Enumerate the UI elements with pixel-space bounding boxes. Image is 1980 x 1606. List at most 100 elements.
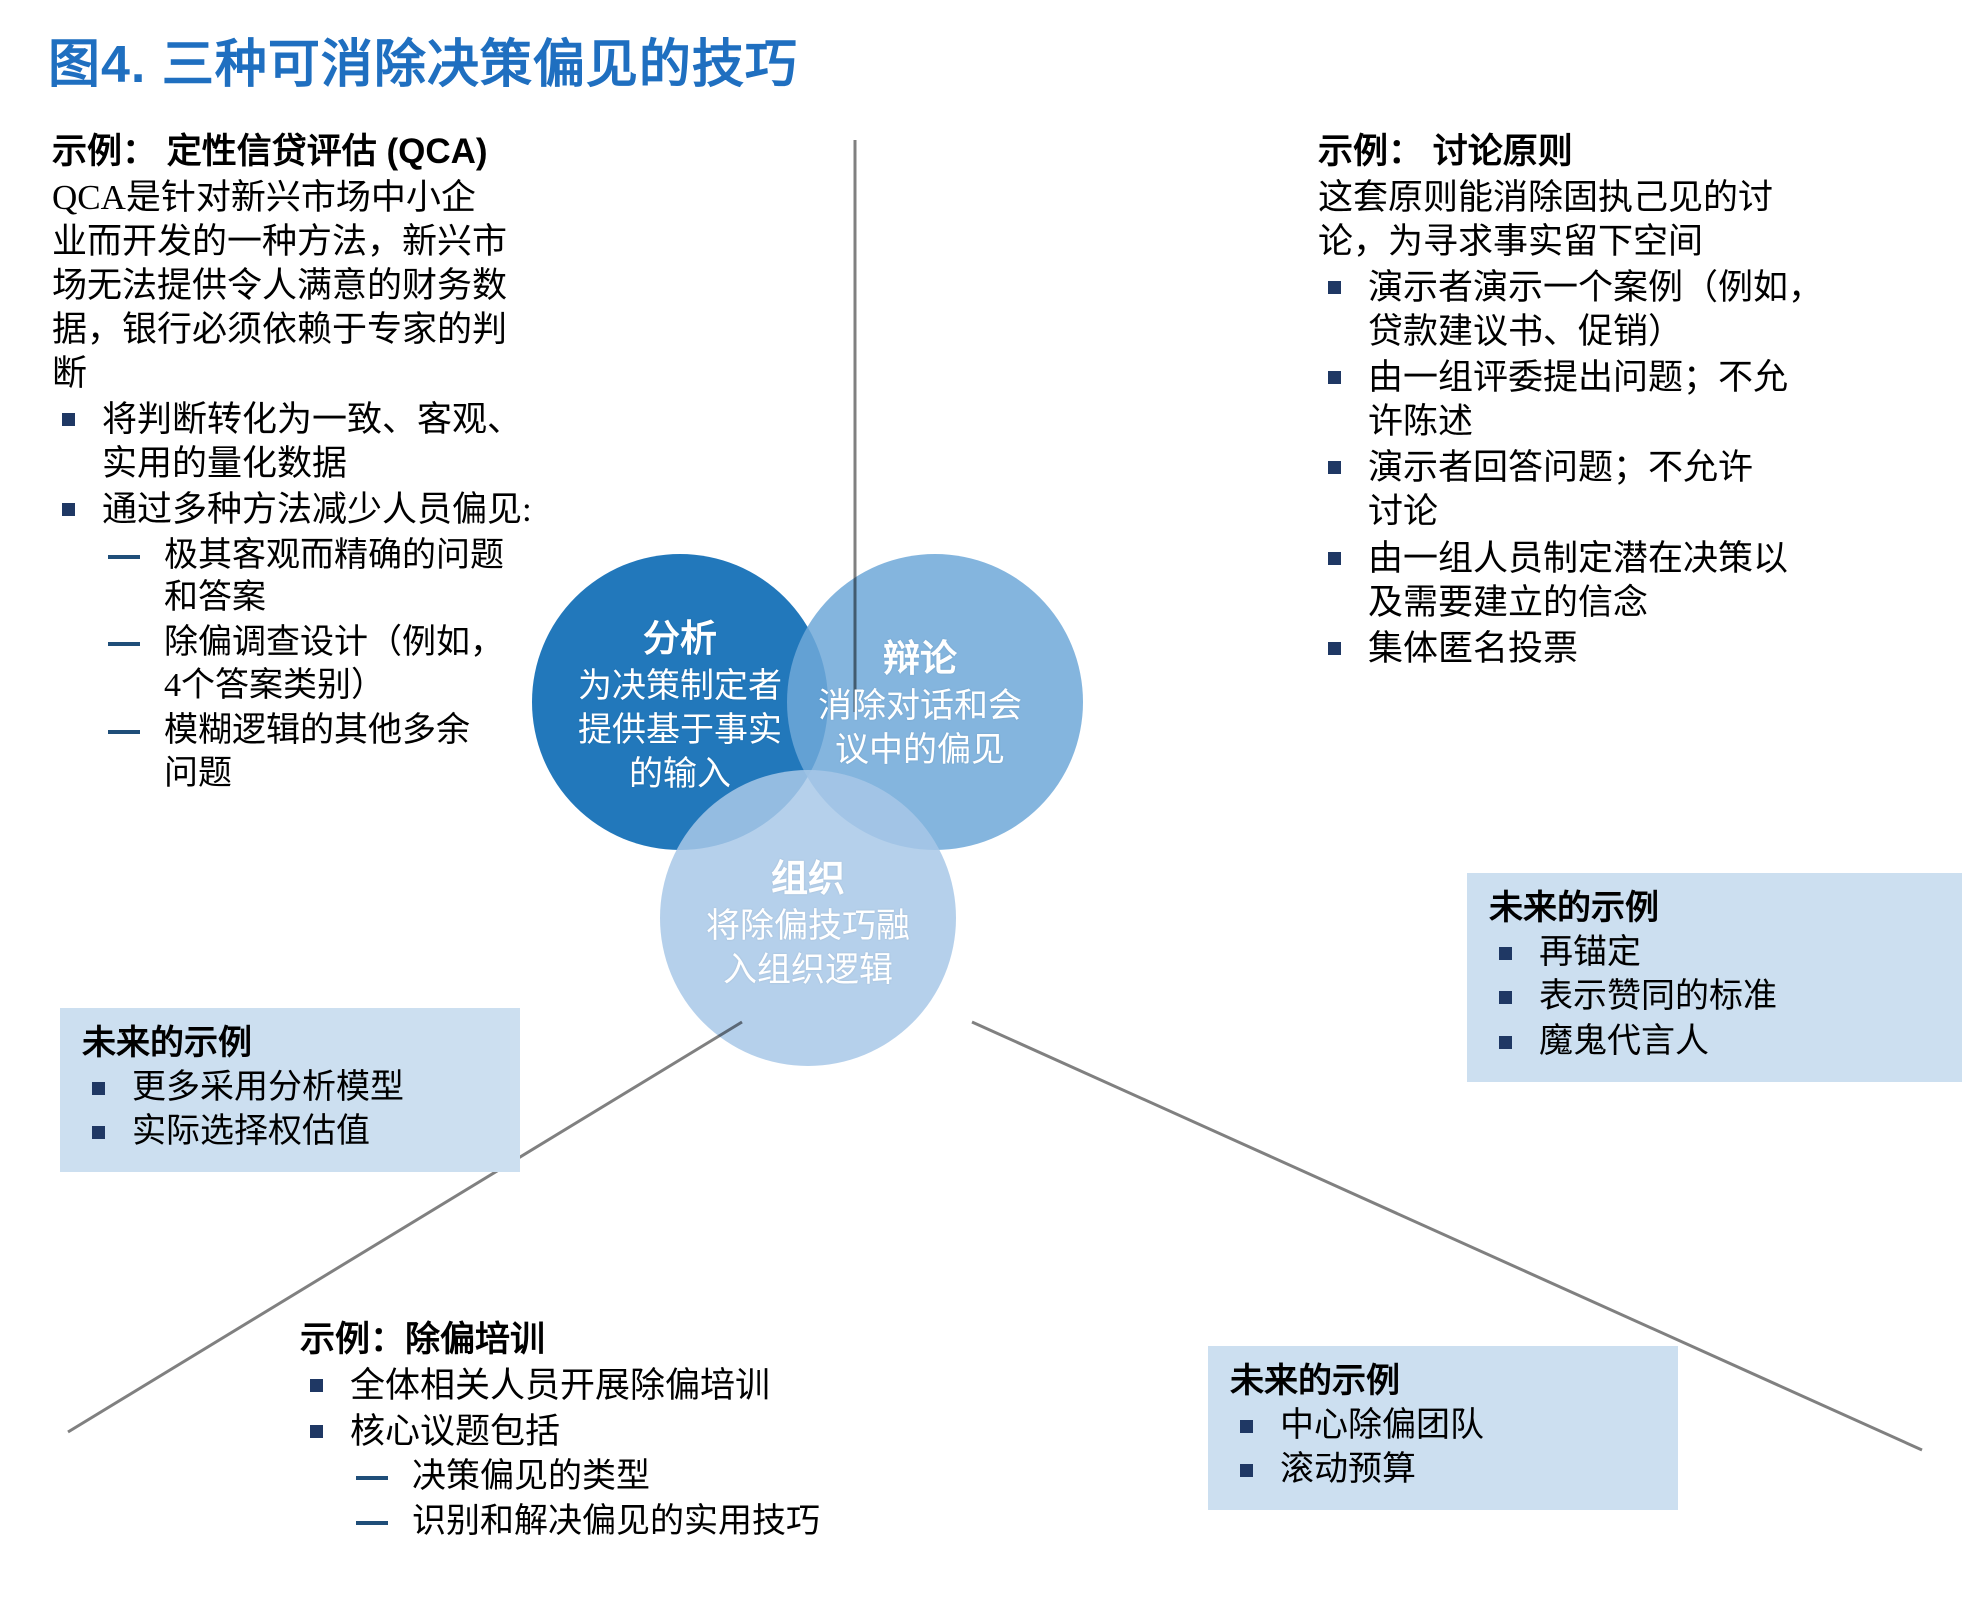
list-item: 由一组评委提出问题；不允 许陈述 bbox=[1318, 356, 1958, 444]
square-bullet-icon bbox=[62, 503, 75, 517]
right-b1-line-1: 许陈述 bbox=[1368, 402, 1474, 442]
venn-circle-debate bbox=[787, 554, 1083, 850]
right-para-line-1: 论，为寻求事实留下空间 bbox=[1318, 221, 1704, 261]
left-example-heading: 示例： 定性信贷评估 (QCA) bbox=[52, 132, 488, 171]
bottom-s0-line-0: 决策偏见的类型 bbox=[412, 1457, 650, 1495]
dash-bullet-icon bbox=[356, 1520, 388, 1525]
list-item: 中心除偏团队 bbox=[1230, 1405, 1658, 1448]
square-bullet-icon bbox=[1328, 641, 1341, 655]
venn-desc-analysis-line-1: 提供基于事实 bbox=[578, 712, 782, 750]
venn-title-analysis: 分析 bbox=[643, 618, 717, 659]
left-s2-line-0: 模糊逻辑的其他多余 bbox=[164, 711, 470, 749]
square-bullet-icon bbox=[310, 1424, 323, 1438]
left-para-line-1: 业而开发的一种方法，新兴市 bbox=[52, 221, 508, 261]
right-future-heading: 未来的示例 bbox=[1489, 889, 1659, 927]
left-b1-line-0: 通过多种方法减少人员偏见: bbox=[102, 490, 532, 530]
right-future-bullet-2: 魔鬼代言人 bbox=[1539, 1023, 1709, 1061]
left-b0-line-1: 实用的量化数据 bbox=[102, 444, 348, 484]
right-b2-line-0: 演示者回答问题；不允许 bbox=[1368, 448, 1754, 488]
left-para-line-2: 场无法提供令人满意的财务数 bbox=[52, 265, 508, 305]
venn-desc-analysis-line-0: 为决策制定者 bbox=[578, 668, 782, 706]
list-item: 滚动预算 bbox=[1230, 1449, 1658, 1492]
square-bullet-icon bbox=[1499, 991, 1512, 1005]
list-item: 表示赞同的标准 bbox=[1489, 976, 1942, 1019]
venn-desc-organize-line-1: 入组织逻辑 bbox=[723, 952, 893, 990]
venn-desc-organize-line-0: 将除偏技巧融 bbox=[706, 908, 910, 946]
list-item: 演示者回答问题；不允许 讨论 bbox=[1318, 446, 1958, 534]
bottom-example-block: 示例：除偏培训 全体相关人员开展除偏培训 核心议题包括 决策偏见的类型 识别和解… bbox=[300, 1318, 1040, 1544]
left-future-heading: 未来的示例 bbox=[82, 1024, 252, 1062]
bottom-future-bullet-0: 中心除偏团队 bbox=[1280, 1406, 1484, 1444]
list-item: 决策偏见的类型 bbox=[350, 1456, 1040, 1499]
list-item: 除偏调查设计（例如， 4个答案类别） bbox=[102, 622, 662, 708]
list-item: 更多采用分析模型 bbox=[82, 1067, 500, 1110]
list-item: 再锚定 bbox=[1489, 932, 1942, 975]
list-item: 模糊逻辑的其他多余 问题 bbox=[102, 710, 662, 796]
left-para-line-4: 断 bbox=[52, 354, 88, 394]
square-bullet-icon bbox=[1328, 551, 1341, 565]
list-item: 由一组人员制定潜在决策以 及需要建立的信念 bbox=[1318, 537, 1958, 625]
left-s2-line-1: 问题 bbox=[164, 754, 232, 792]
right-b2-line-1: 讨论 bbox=[1368, 492, 1439, 532]
page-title: 图4. 三种可消除决策偏见的技巧 bbox=[48, 36, 798, 94]
venn-circle-analysis bbox=[532, 554, 828, 850]
right-example-paragraph: 这套原则能消除固执己见的讨 论，为寻求事实留下空间 bbox=[1318, 176, 1958, 264]
left-s0-line-0: 极其客观而精确的问题 bbox=[164, 536, 504, 574]
right-b0-line-1: 贷款建议书、促销） bbox=[1368, 312, 1684, 352]
list-item: 将判断转化为一致、客观、 实用的量化数据 bbox=[52, 398, 662, 486]
venn-title-debate: 辩论 bbox=[883, 638, 957, 679]
venn-desc-debate-line-1: 议中的偏见 bbox=[835, 732, 1005, 770]
right-example-heading: 示例： 讨论原则 bbox=[1318, 132, 1573, 171]
list-item: 魔鬼代言人 bbox=[1489, 1021, 1942, 1064]
right-b1-line-0: 由一组评委提出问题；不允 bbox=[1368, 358, 1789, 398]
square-bullet-icon bbox=[92, 1081, 105, 1095]
square-bullet-icon bbox=[1328, 280, 1341, 294]
square-bullet-icon bbox=[310, 1378, 323, 1392]
bottom-future-example-box: 未来的示例 中心除偏团队 滚动预算 bbox=[1208, 1346, 1678, 1511]
venn-label-analysis: 分析 为决策制定者 提供基于事实 的输入 bbox=[545, 615, 815, 798]
venn-circle-organize bbox=[660, 770, 956, 1066]
venn-label-debate: 辩论 消除对话和会 议中的偏见 bbox=[780, 635, 1060, 773]
square-bullet-icon bbox=[1499, 946, 1512, 960]
list-item: 全体相关人员开展除偏培训 bbox=[300, 1364, 1040, 1408]
bottom-future-bullet-1: 滚动预算 bbox=[1280, 1451, 1416, 1489]
square-bullet-icon bbox=[62, 413, 75, 427]
right-b0-line-0: 演示者演示一个案例（例如， bbox=[1368, 267, 1824, 307]
square-bullet-icon bbox=[1328, 371, 1341, 385]
right-future-example-box: 未来的示例 再锚定 表示赞同的标准 魔鬼代言人 bbox=[1467, 873, 1962, 1082]
left-s0-line-1: 和答案 bbox=[164, 579, 266, 617]
square-bullet-icon bbox=[1328, 461, 1341, 475]
right-b3-line-0: 由一组人员制定潜在决策以 bbox=[1368, 538, 1789, 578]
right-future-bullet-0: 再锚定 bbox=[1539, 933, 1641, 971]
list-item: 演示者演示一个案例（例如， 贷款建议书、促销） bbox=[1318, 266, 1958, 354]
right-future-bullet-list: 再锚定 表示赞同的标准 魔鬼代言人 bbox=[1489, 932, 1942, 1064]
list-item: 通过多种方法减少人员偏见: 极其客观而精确的问题 和答案 除偏调查设计（例如， … bbox=[52, 488, 662, 795]
right-example-block: 示例： 讨论原则 这套原则能消除固执己见的讨 论，为寻求事实留下空间 演示者演示… bbox=[1318, 130, 1958, 671]
left-example-paragraph: QCA是针对新兴市场中小企 业而开发的一种方法，新兴市 场无法提供令人满意的财务… bbox=[52, 176, 662, 396]
square-bullet-icon bbox=[1240, 1419, 1253, 1433]
dash-bullet-icon bbox=[108, 729, 140, 734]
left-future-bullet-list: 更多采用分析模型 实际选择权估值 bbox=[82, 1067, 500, 1155]
bottom-sub-list: 决策偏见的类型 识别和解决偏见的实用技巧 bbox=[350, 1456, 1040, 1544]
left-example-block: 示例： 定性信贷评估 (QCA) QCA是针对新兴市场中小企 业而开发的一种方法… bbox=[52, 130, 662, 795]
left-para-line-0: QCA是针对新兴市场中小企 bbox=[52, 177, 476, 217]
venn-desc-analysis-line-2: 的输入 bbox=[629, 756, 731, 794]
list-item: 极其客观而精确的问题 和答案 bbox=[102, 535, 662, 621]
bottom-b0-line-0: 全体相关人员开展除偏培训 bbox=[350, 1365, 771, 1405]
left-s1-line-1: 4个答案类别） bbox=[164, 666, 385, 704]
left-future-example-box: 未来的示例 更多采用分析模型 实际选择权估值 bbox=[60, 1008, 520, 1173]
bottom-example-heading: 示例：除偏培训 bbox=[300, 1320, 546, 1359]
left-future-bullet-0: 更多采用分析模型 bbox=[132, 1068, 404, 1106]
dash-bullet-icon bbox=[356, 1475, 388, 1480]
bottom-bullet-list: 全体相关人员开展除偏培训 核心议题包括 决策偏见的类型 识别和解决偏见的实用技巧 bbox=[300, 1364, 1040, 1544]
right-b3-line-1: 及需要建立的信念 bbox=[1368, 582, 1649, 622]
left-s1-line-0: 除偏调查设计（例如， bbox=[164, 624, 504, 662]
left-bullet-list: 将判断转化为一致、客观、 实用的量化数据 通过多种方法减少人员偏见: 极其客观而… bbox=[52, 398, 662, 795]
left-future-bullet-1: 实际选择权估值 bbox=[132, 1113, 370, 1151]
right-para-line-0: 这套原则能消除固执己见的讨 bbox=[1318, 177, 1774, 217]
venn-label-organize: 组织 将除偏技巧融 入组织逻辑 bbox=[668, 855, 948, 993]
right-bullet-list: 演示者演示一个案例（例如， 贷款建议书、促销） 由一组评委提出问题；不允 许陈述… bbox=[1318, 266, 1958, 671]
bottom-s1-line-0: 识别和解决偏见的实用技巧 bbox=[412, 1502, 820, 1540]
left-sub-list: 极其客观而精确的问题 和答案 除偏调查设计（例如， 4个答案类别） 模糊逻辑的其… bbox=[102, 535, 662, 796]
